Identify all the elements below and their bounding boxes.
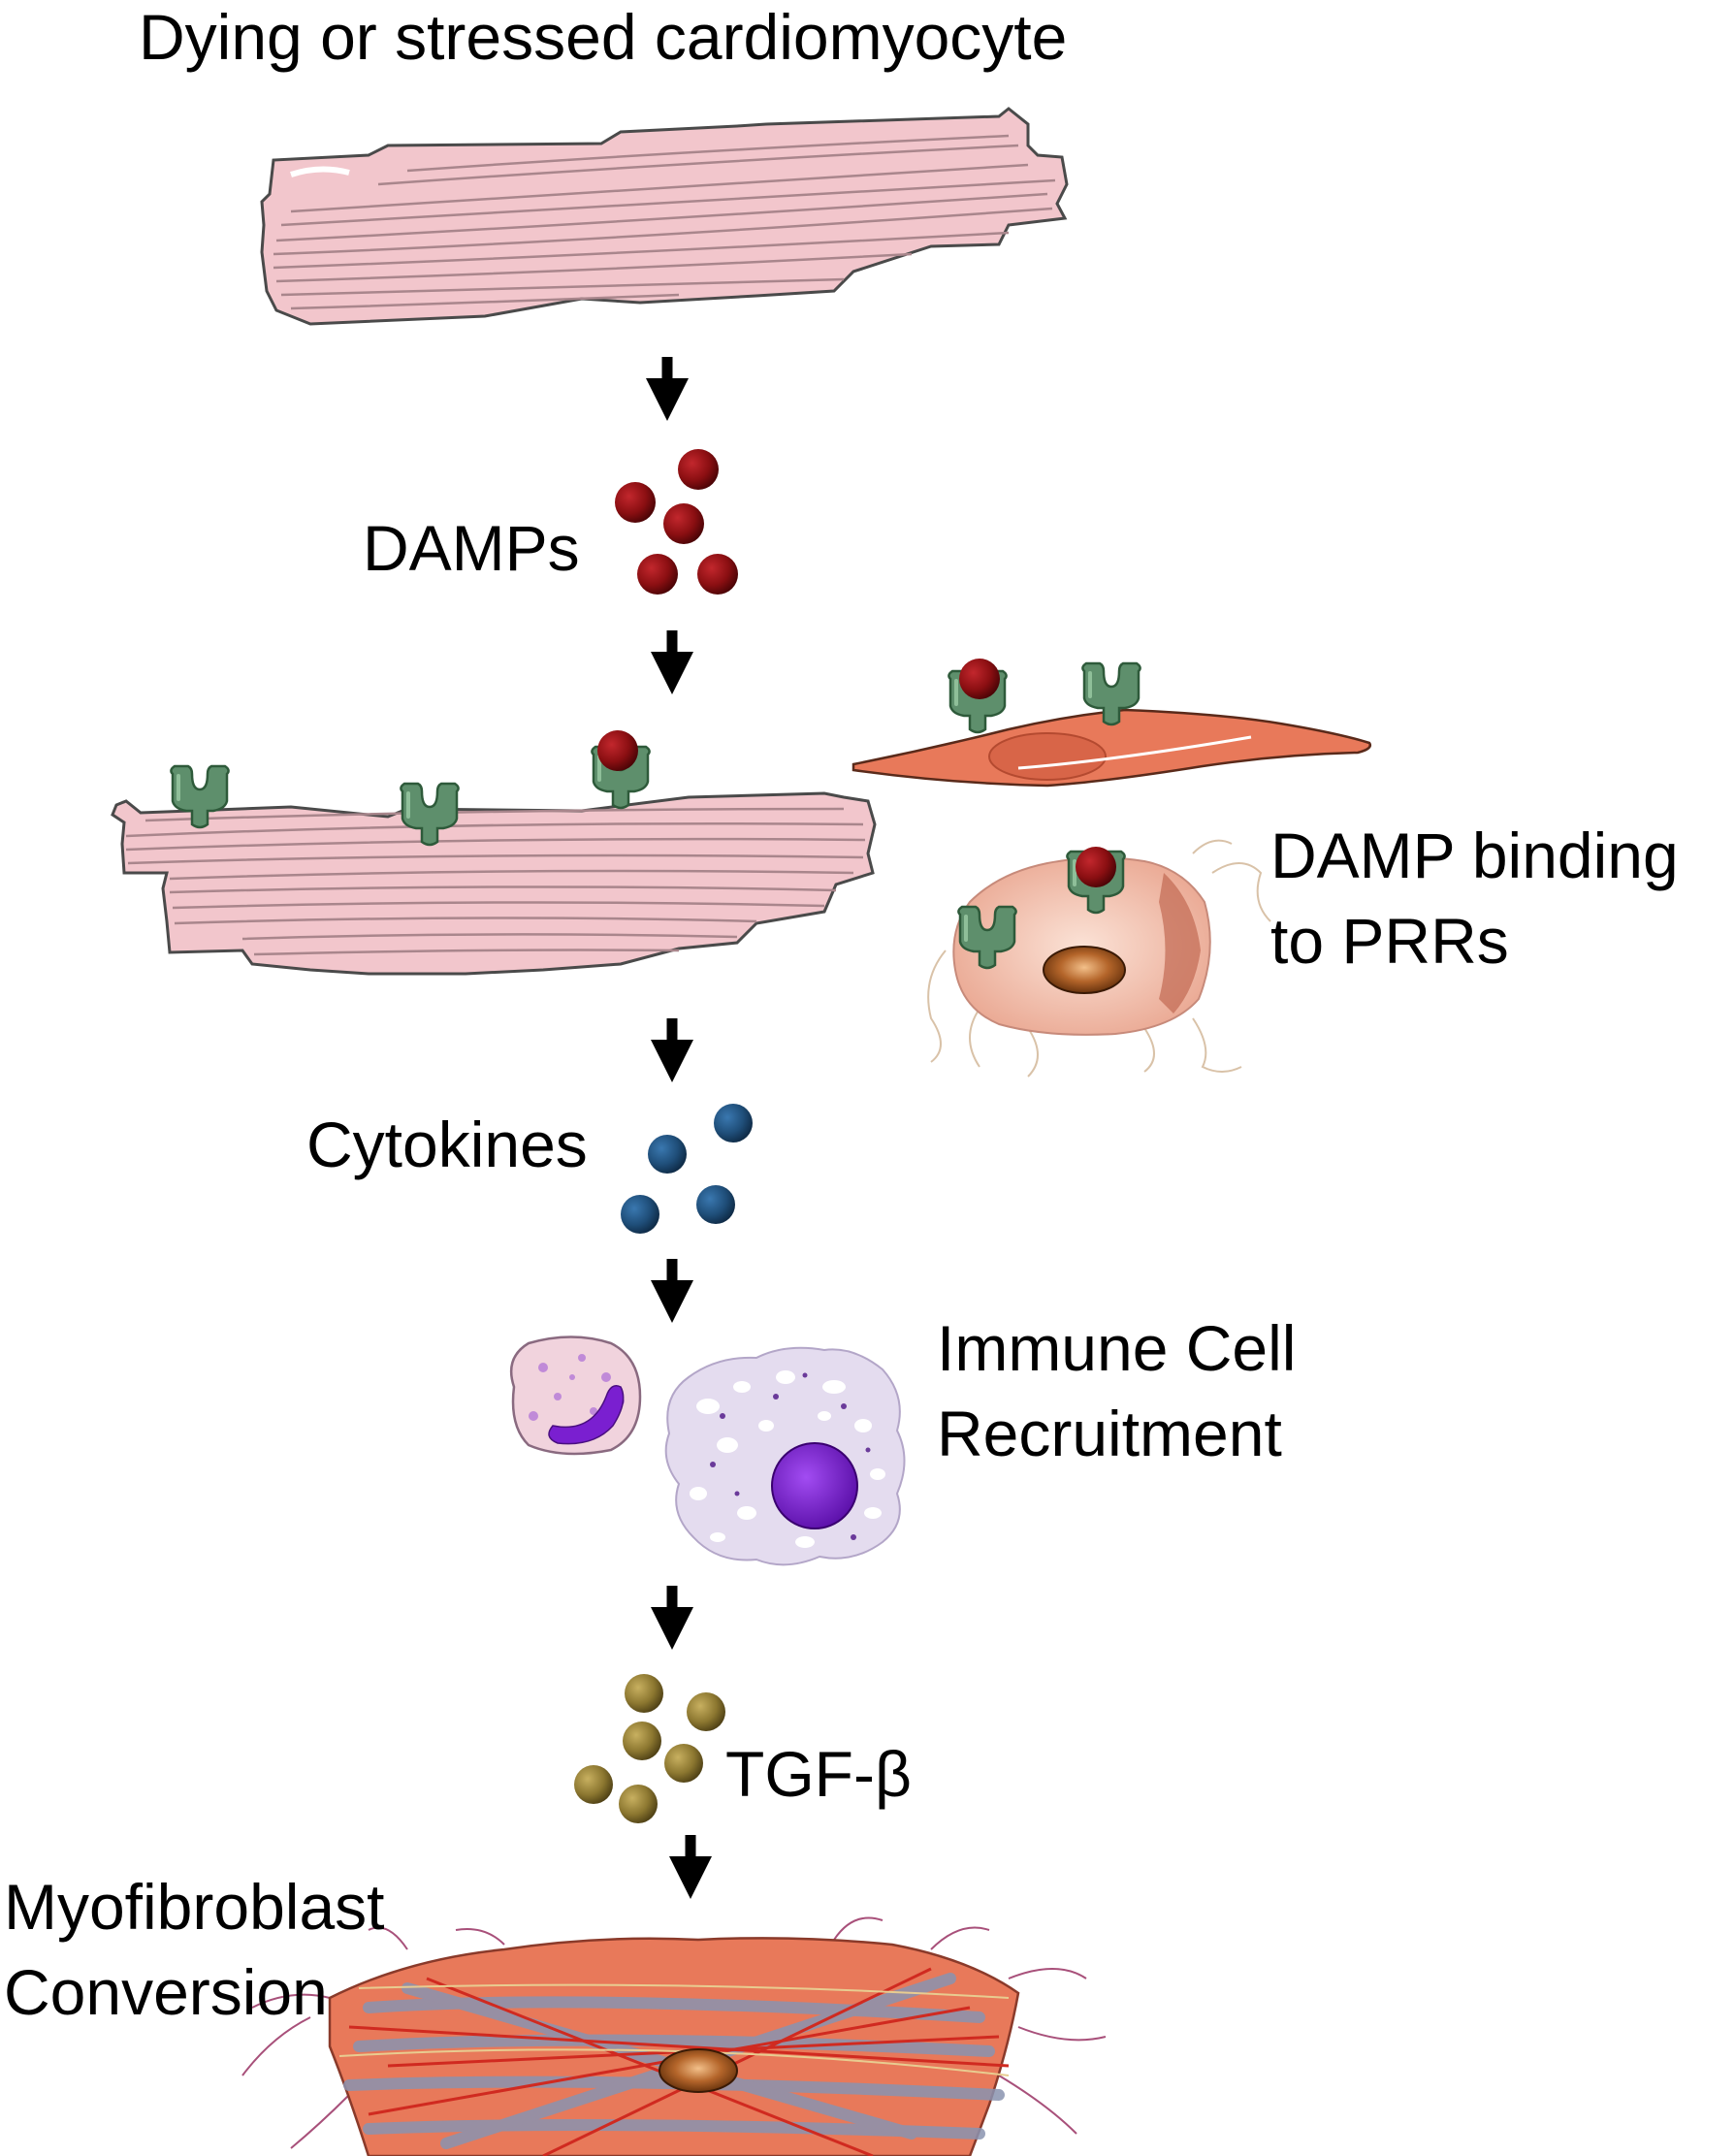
cardiomyocyte-with-prrs <box>111 730 877 976</box>
damp-particle-icon <box>1076 847 1116 887</box>
cytokine-particle-icon <box>696 1185 735 1224</box>
stressed-cardiomyocyte <box>260 107 1069 326</box>
tgf-beta-particle-icon <box>623 1722 661 1760</box>
tgf-beta-label: TGF-β <box>725 1738 912 1810</box>
cytokine-particles <box>621 1104 753 1234</box>
fibroblast-with-prrs <box>851 659 1371 788</box>
neutrophil <box>509 1335 642 1456</box>
cytokine-particle-icon <box>621 1195 659 1234</box>
damp-particles <box>615 449 738 595</box>
damp-particle-icon <box>615 482 656 523</box>
title-label: Dying or stressed cardiomyocyte <box>139 1 1068 73</box>
damps-label: DAMPs <box>363 512 580 584</box>
myofibroblast <box>241 1916 1107 2156</box>
immune-recruitment-label: Immune Cell Recruitment <box>937 1312 1297 1470</box>
damp-particle-icon <box>663 503 704 544</box>
tgf-beta-particle-icon <box>574 1765 613 1804</box>
stellate-fibroblast <box>927 839 1271 1078</box>
tgf-beta-particles <box>574 1674 725 1823</box>
damp-particle-icon <box>637 554 678 595</box>
macrophage <box>664 1346 906 1566</box>
damp-binding-label: DAMP binding to PRRs <box>1270 820 1679 978</box>
cytokine-particle-icon <box>648 1135 687 1174</box>
cytokine-particle-icon <box>714 1104 753 1142</box>
tgf-beta-particle-icon <box>619 1785 658 1823</box>
arrows <box>646 357 712 1899</box>
tgf-beta-particle-icon <box>625 1674 663 1713</box>
damp-particle-icon <box>959 659 1000 699</box>
damp-particle-icon <box>678 449 719 490</box>
tgf-beta-particle-icon <box>687 1692 725 1731</box>
damp-particle-icon <box>597 730 638 771</box>
damp-particle-icon <box>697 554 738 595</box>
myofibroblast-label: Myofibroblast Conversion <box>4 1871 385 2029</box>
tgf-beta-particle-icon <box>664 1744 703 1783</box>
cytokines-label: Cytokines <box>306 1109 588 1180</box>
